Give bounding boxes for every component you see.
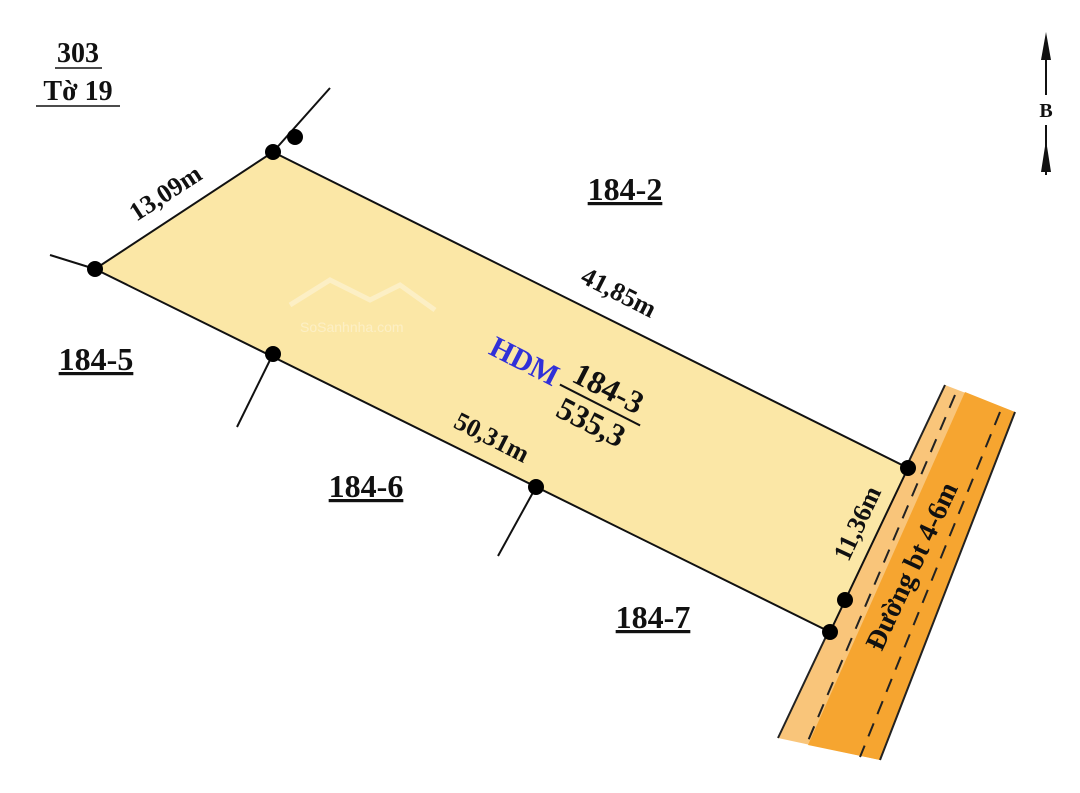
parcel-184-3[interactable]: [92, 150, 910, 634]
north-label: B: [1039, 100, 1052, 122]
parcel-number-label: 303: [57, 38, 99, 69]
north-arrow-icon: [1041, 32, 1051, 175]
neighbor-label: 184-7: [616, 599, 691, 635]
boundary-line: [236, 353, 274, 428]
svg-text:SoSanhnha.com: SoSanhnha.com: [300, 319, 404, 335]
boundary-markers: [87, 129, 916, 640]
neighbor-label: 184-5: [59, 341, 134, 377]
road: [808, 392, 1015, 760]
neighbor-label: 184-2: [588, 171, 663, 207]
sheet-label: Tờ 19: [43, 76, 112, 107]
boundary-line: [497, 486, 537, 557]
road-edge-right: [879, 411, 1016, 761]
boundary-line: [272, 87, 331, 153]
watermark-logo: SoSanhnha.com: [288, 277, 437, 335]
neighbor-label: 184-6: [329, 468, 404, 504]
divider: [559, 383, 641, 427]
road-dash-left: [804, 394, 956, 749]
